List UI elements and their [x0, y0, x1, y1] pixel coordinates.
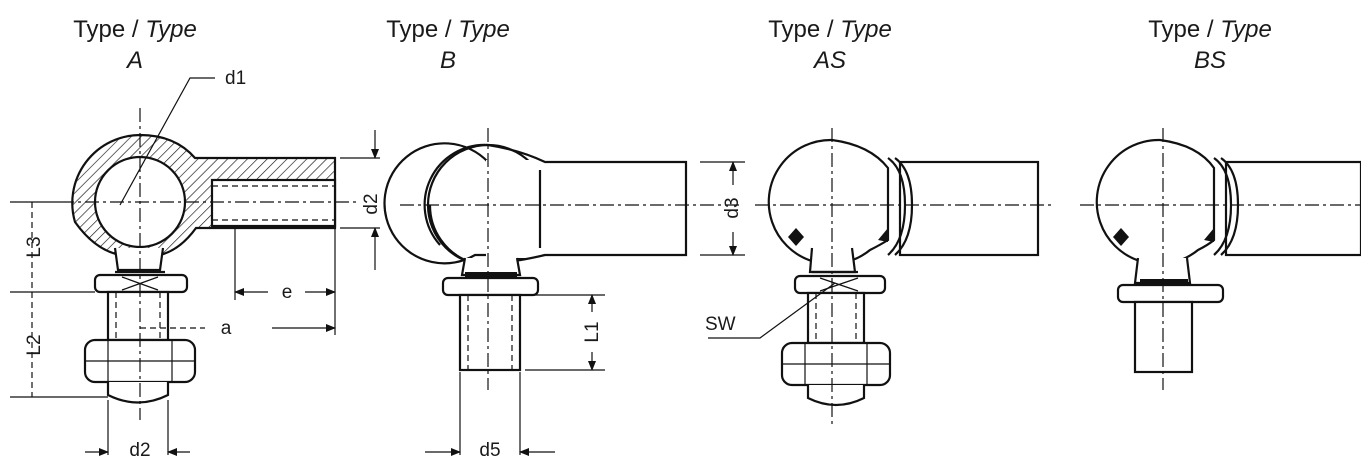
dim-a: a [221, 318, 232, 339]
title-type-b: Type / Type B [386, 16, 510, 74]
dim-d3: d3 [722, 197, 743, 218]
drawing-type-as: SW [705, 128, 1055, 425]
drawing-type-bs [1080, 128, 1361, 390]
dim-d5: d5 [479, 440, 500, 457]
type-as-shank [898, 160, 1040, 257]
title-type-a: Type / Type A [73, 16, 197, 74]
dim-d2-side: d2 [361, 193, 382, 214]
title-type-as: Type / Type AS [768, 16, 892, 74]
dim-l3: L3 [24, 236, 45, 257]
title-type-bs: Type / Type BS [1148, 16, 1272, 74]
drawing-type-b: d3 L1 d5 [383, 128, 745, 457]
type-as-ball [767, 138, 890, 266]
dim-sw: SW [705, 314, 736, 335]
type-bs-shank [1224, 160, 1361, 257]
type-a-bore [210, 178, 337, 228]
dim-d2-bottom: d2 [129, 440, 150, 457]
type-bs-ball [1095, 138, 1216, 266]
dim-l1: L1 [582, 321, 603, 342]
drawing-type-a: d1 d2 L3 L2 e a d2 [10, 68, 382, 457]
dim-d1: d1 [225, 68, 246, 89]
dim-l2: L2 [24, 334, 45, 355]
dim-e: e [282, 282, 293, 303]
